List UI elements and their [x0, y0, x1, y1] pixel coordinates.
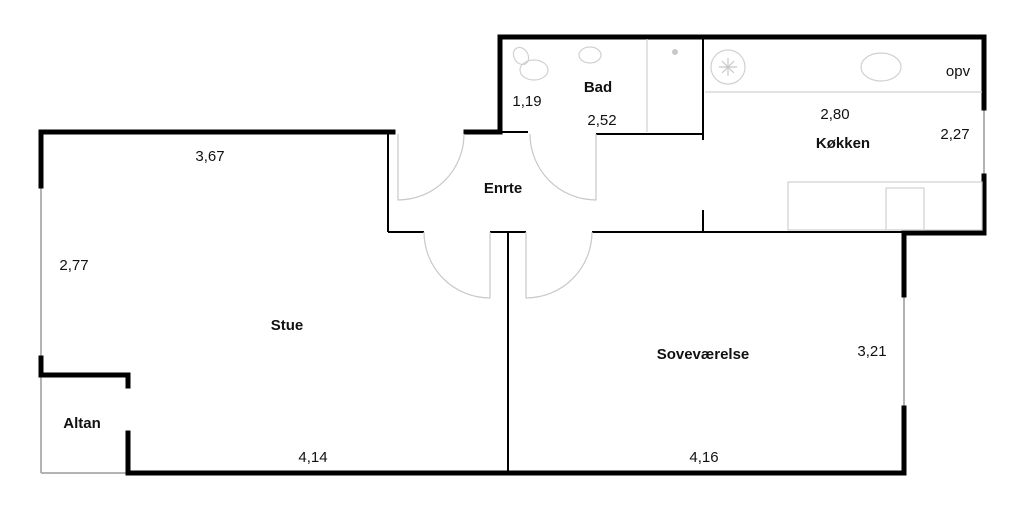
dimension-labels: 1,19 2,52 2,80 2,27 3,67 2,77 4,14 4,16 …: [59, 93, 969, 466]
dim-bad-length: 2,52: [587, 112, 616, 129]
room-label-sovevaerelse: Soveværelse: [657, 346, 750, 363]
dim-stue-top: 3,67: [195, 148, 224, 165]
wall-left-lower: [38, 355, 131, 389]
label-opv: opv: [946, 63, 971, 80]
dim-stue-side: 2,77: [59, 257, 88, 274]
dim-stue-bottom: 4,14: [298, 449, 327, 466]
dim-sove-bottom: 4,16: [689, 449, 718, 466]
shower-drain-icon: [672, 49, 678, 55]
toilet-icon: [519, 59, 549, 81]
exterior-walls: [38, 34, 987, 476]
dim-sove-side: 3,21: [857, 343, 886, 360]
wall-sove-right-top: [901, 173, 987, 298]
interior-walls: [387, 37, 904, 473]
room-label-stue: Stue: [271, 317, 304, 334]
wall-stue-top-left: [38, 129, 396, 189]
kitchen-appliance-box: [885, 187, 925, 231]
room-label-bad: Bad: [584, 79, 612, 96]
bad-sink-icon: [578, 46, 602, 64]
room-label-altan: Altan: [63, 415, 101, 432]
kitchen-counter-bottom: [787, 181, 983, 231]
dim-koekken-width: 2,80: [820, 106, 849, 123]
stove-icon: [710, 49, 746, 85]
toilet-tank-icon: [512, 46, 530, 66]
room-label-entre: Enrte: [484, 180, 522, 197]
door-bad: [529, 133, 597, 201]
kitchen-sink-icon: [860, 52, 902, 82]
room-labels: Bad Køkken Enrte Stue Soveværelse Altan …: [63, 63, 970, 432]
room-label-koekken: Køkken: [816, 135, 870, 152]
door-sove: [525, 231, 593, 299]
dim-koekken-height: 2,27: [940, 126, 969, 143]
door-entre-left: [397, 133, 465, 201]
wall-top: [463, 34, 987, 135]
door-stue: [423, 231, 491, 299]
doors: [397, 133, 597, 299]
windows: [40, 108, 985, 474]
stove-burner-icon: [719, 58, 737, 76]
fixtures: [512, 39, 983, 231]
dim-bad-width: 1,19: [512, 93, 541, 110]
wall-bottom: [125, 405, 907, 476]
